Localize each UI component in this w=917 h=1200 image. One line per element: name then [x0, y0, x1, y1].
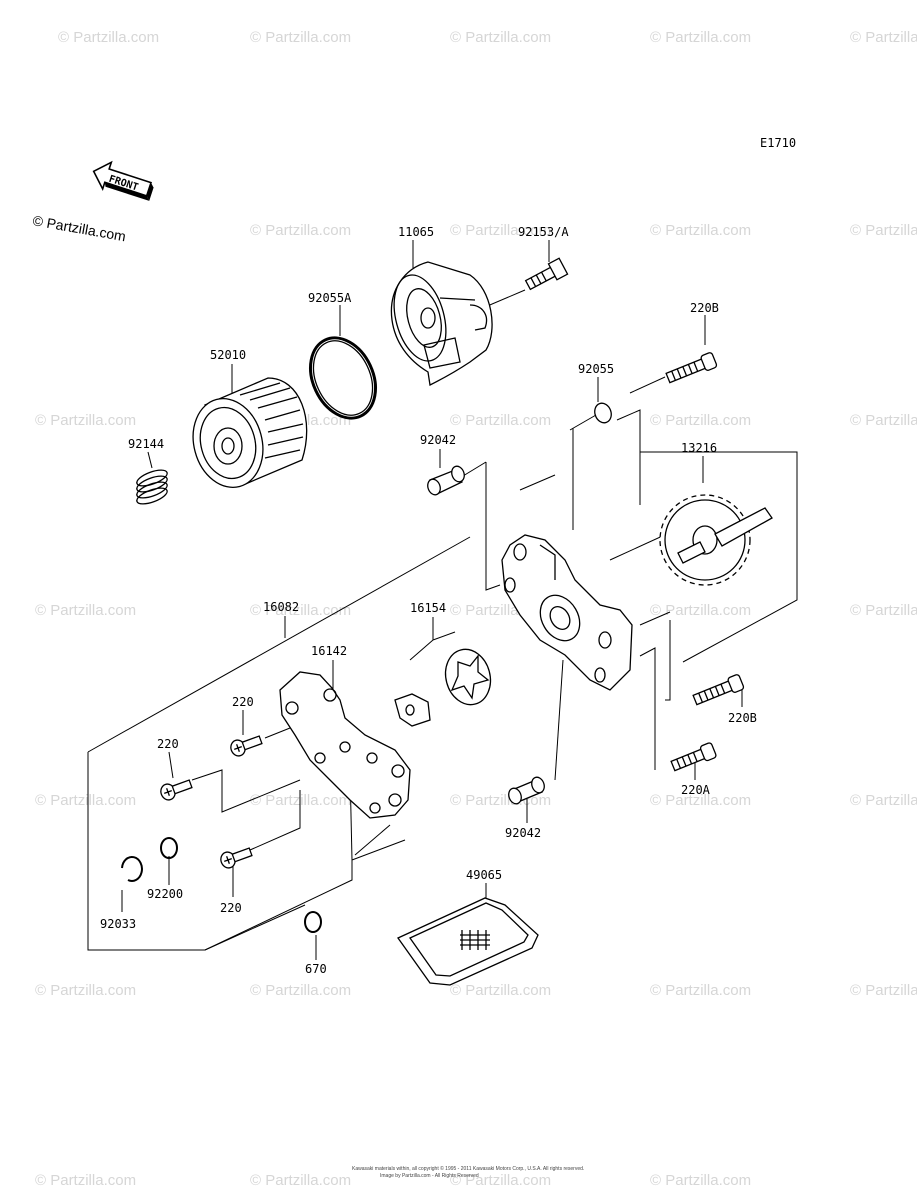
part-label-16082: 16082 [263, 600, 299, 614]
part-label-52010: 52010 [210, 348, 246, 362]
watermark: © Partzilla.com [450, 29, 551, 46]
watermark: © Partzilla.com [450, 412, 551, 429]
watermark: © Partzilla.com [35, 602, 136, 619]
oil-pump-body [501, 534, 633, 691]
watermark: © Partzilla.com [850, 222, 917, 239]
watermark: © Partzilla.com [250, 602, 351, 619]
bolt-220B-right [692, 674, 745, 706]
part-labels: 11065 92153/A 92055A 52010 220B 92055 92… [100, 225, 757, 976]
washer-92200 [160, 837, 178, 859]
watermark: © Partzilla.com [850, 602, 917, 619]
watermark: © Partzilla.com [650, 982, 751, 999]
strainer-mesh-icon [460, 930, 490, 950]
screw-220-a [230, 735, 263, 757]
pump-cover-16142 [279, 671, 411, 819]
spring-92144 [136, 469, 168, 505]
part-label-220: 220 [232, 695, 254, 709]
bolt-220B-top [665, 352, 718, 384]
part-label-92200: 92200 [147, 887, 183, 901]
watermark: © Partzilla.com [450, 222, 551, 239]
footer-note: Image by Partzilla.com - All Rights Rese… [380, 1173, 479, 1179]
screw-220-c [220, 847, 253, 869]
part-label-16142: 16142 [311, 644, 347, 658]
part-label-92055A: 92055A [308, 291, 352, 305]
part-label-13216: 13216 [681, 441, 717, 455]
copyright-mark: © Partzilla.com [31, 212, 127, 244]
part-label-220: 220 [157, 737, 179, 751]
watermark: © Partzilla.com [850, 792, 917, 809]
leader-lines [121, 240, 743, 960]
watermark: © Partzilla.com [250, 29, 351, 46]
oil-filter-52010 [192, 377, 308, 488]
circlip-92033 [121, 856, 143, 882]
watermark: © Partzilla.com [850, 412, 917, 429]
bolt-92153A [524, 257, 569, 291]
watermark: © Partzilla.com [35, 792, 136, 809]
watermark: © Partzilla.com [650, 792, 751, 809]
screw-220-b [160, 779, 193, 801]
part-label-92033: 92033 [100, 917, 136, 931]
part-label-16154: 16154 [410, 601, 446, 615]
watermark-layer: © Partzilla.com © Partzilla.com © Partzi… [35, 29, 917, 1189]
part-label-220: 220 [220, 901, 242, 915]
watermark: © Partzilla.com [58, 29, 159, 46]
watermark: © Partzilla.com [650, 602, 751, 619]
part-label-670: 670 [305, 962, 327, 976]
watermark: © Partzilla.com [250, 1172, 351, 1189]
watermark: © Partzilla.com [250, 982, 351, 999]
part-label-220A: 220A [681, 783, 711, 797]
o-ring-670 [304, 911, 322, 933]
part-label-92042: 92042 [420, 433, 456, 447]
part-label-92055: 92055 [578, 362, 614, 376]
part-label-220B: 220B [690, 301, 719, 315]
pump-gear-13216 [659, 494, 773, 586]
watermark: © Partzilla.com [35, 982, 136, 999]
dowel-pin-92042-bottom [508, 776, 545, 805]
part-label-49065: 49065 [466, 868, 502, 882]
watermark: © Partzilla.com [650, 29, 751, 46]
watermark: © Partzilla.com [850, 982, 917, 999]
watermark: © Partzilla.com [650, 412, 751, 429]
oil-filter-cover-11065 [390, 261, 493, 386]
watermark: © Partzilla.com [250, 222, 351, 239]
o-ring-92055A-inner [312, 340, 374, 416]
part-label-220B: 220B [728, 711, 757, 725]
bolt-220A [670, 742, 717, 772]
part-label-92153A: 92153/A [518, 225, 569, 239]
watermark: © Partzilla.com [250, 792, 351, 809]
footer-copyright: Kawasaki materials within, all copyright… [352, 1165, 584, 1172]
dowel-pin-92042-top [427, 465, 465, 496]
assembly-outline-13216 [639, 451, 798, 663]
watermark: © Partzilla.com [850, 29, 917, 46]
part-label-11065: 11065 [398, 225, 434, 239]
oil-strainer-49065 [397, 897, 539, 986]
part-label-92144: 92144 [128, 437, 164, 451]
o-ring-92055 [594, 402, 612, 424]
front-arrow-icon: FRONT [92, 160, 154, 201]
watermark: © Partzilla.com [650, 1172, 751, 1189]
watermark: © Partzilla.com [450, 982, 551, 999]
watermark: © Partzilla.com [450, 1172, 551, 1189]
part-label-92042: 92042 [505, 826, 541, 840]
pump-rotor-16154 [394, 648, 492, 727]
watermark: © Partzilla.com [35, 412, 136, 429]
watermark: © Partzilla.com [35, 1172, 136, 1189]
assembly-outline-16082 [87, 536, 471, 951]
o-ring-92055A [309, 336, 377, 420]
diagram-code: E1710 [760, 136, 796, 150]
watermark: © Partzilla.com [650, 222, 751, 239]
